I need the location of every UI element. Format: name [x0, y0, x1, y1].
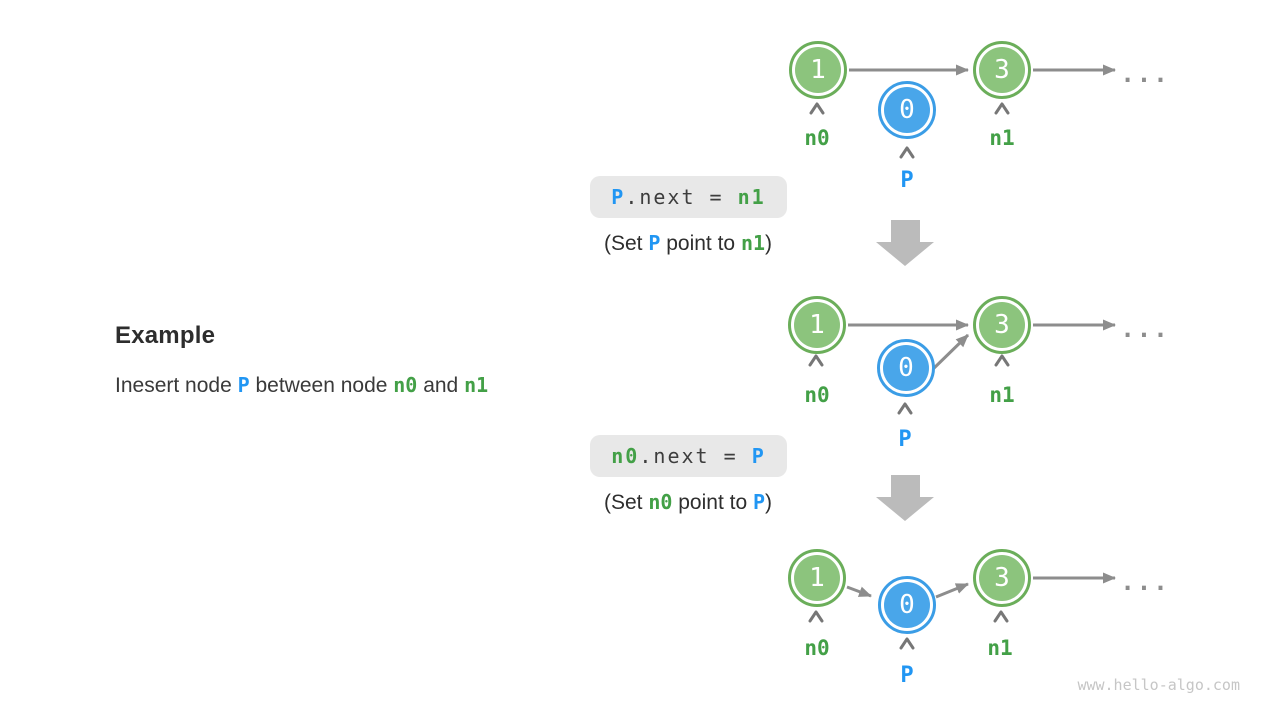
caption-text: point to	[660, 232, 741, 255]
code-lhs: n0	[611, 444, 640, 468]
node-value: 1	[795, 47, 841, 93]
node-n0-stage1: 1	[789, 41, 847, 99]
desc-token-n1: n1	[464, 373, 489, 397]
label-n0-stage1: n0	[804, 126, 830, 150]
ellipsis-stage1: ...	[1120, 60, 1170, 88]
example-heading: Example	[115, 322, 216, 349]
caption-token-p: P	[648, 231, 661, 255]
down-arrow-icon	[876, 220, 934, 266]
node-value: 3	[979, 302, 1025, 348]
desc-text: and	[417, 374, 465, 397]
label-n1-stage3: n1	[987, 636, 1013, 660]
node-p-stage2: 0	[877, 339, 935, 397]
example-section: Example Inesert node P between node n0 a…	[115, 322, 488, 398]
watermark: www.hello-algo.com	[1077, 676, 1240, 694]
arrow-p-to-n1	[935, 582, 969, 599]
node-p-stage3: 0	[878, 576, 936, 634]
node-n1-stage1: 3	[973, 41, 1031, 99]
caption-step1: (Set P point to n1)	[604, 231, 772, 256]
caption-step2: (Set n0 point to P)	[604, 490, 772, 515]
node-n1-stage2: 3	[973, 296, 1031, 354]
code-lhs: P	[611, 185, 626, 209]
caption-text: )	[765, 232, 773, 255]
node-p-stage1: 0	[878, 81, 936, 139]
down-arrow-icon	[876, 475, 934, 521]
caret-up-icon	[994, 354, 1010, 367]
code-op: .next =	[625, 185, 738, 209]
desc-token-n0: n0	[393, 373, 418, 397]
caption-text: (Set	[603, 491, 649, 514]
node-value: 0	[884, 87, 930, 133]
desc-text: between node	[249, 374, 394, 397]
code-step2: n0.next = P	[590, 435, 787, 477]
code-op: .next =	[639, 444, 752, 468]
node-n0-stage3: 1	[788, 549, 846, 607]
arrow-p-to-n1	[928, 333, 970, 374]
node-value: 0	[883, 345, 929, 391]
node-n0-stage2: 1	[788, 296, 846, 354]
desc-text: Inesert node	[115, 374, 238, 397]
caret-up-icon	[897, 402, 913, 415]
desc-token-p: P	[237, 373, 250, 397]
example-description: Inesert node P between node n0 and n1	[115, 373, 488, 398]
caption-token-p: P	[752, 490, 766, 514]
caret-up-icon	[808, 610, 824, 623]
caret-up-icon	[808, 354, 824, 367]
caption-text: (Set	[603, 232, 649, 255]
caret-up-icon	[899, 637, 915, 650]
code-rhs: n1	[737, 185, 766, 209]
caret-up-icon	[899, 146, 915, 159]
caret-up-icon	[993, 610, 1009, 623]
stage3-arrows	[808, 572, 1116, 650]
code-rhs: P	[751, 444, 766, 468]
node-value: 3	[979, 555, 1025, 601]
code-step1: P.next = n1	[590, 176, 787, 218]
label-n1-stage2: n1	[989, 383, 1015, 407]
label-n0-stage2: n0	[804, 383, 830, 407]
stage1-arrows	[809, 64, 1116, 159]
node-value: 1	[794, 555, 840, 601]
label-n1-stage1: n1	[989, 126, 1015, 150]
caption-text: point to	[672, 491, 753, 514]
caret-up-icon	[994, 102, 1010, 115]
caret-up-icon	[809, 102, 825, 115]
label-n0-stage3: n0	[804, 636, 830, 660]
caption-token-n0: n0	[648, 490, 673, 514]
arrow-n0-to-p	[846, 585, 872, 598]
label-p-stage1: P	[900, 168, 914, 193]
label-p-stage3: P	[900, 663, 914, 688]
ellipsis-stage3: ...	[1120, 568, 1170, 596]
caption-token-n1: n1	[740, 231, 766, 255]
node-value: 1	[794, 302, 840, 348]
stage2-arrows	[808, 319, 1116, 415]
node-value: 0	[884, 582, 930, 628]
ellipsis-stage2: ...	[1120, 315, 1170, 343]
label-p-stage2: P	[898, 427, 912, 452]
node-value: 3	[979, 47, 1025, 93]
caption-text: )	[765, 491, 773, 514]
node-n1-stage3: 3	[973, 549, 1031, 607]
